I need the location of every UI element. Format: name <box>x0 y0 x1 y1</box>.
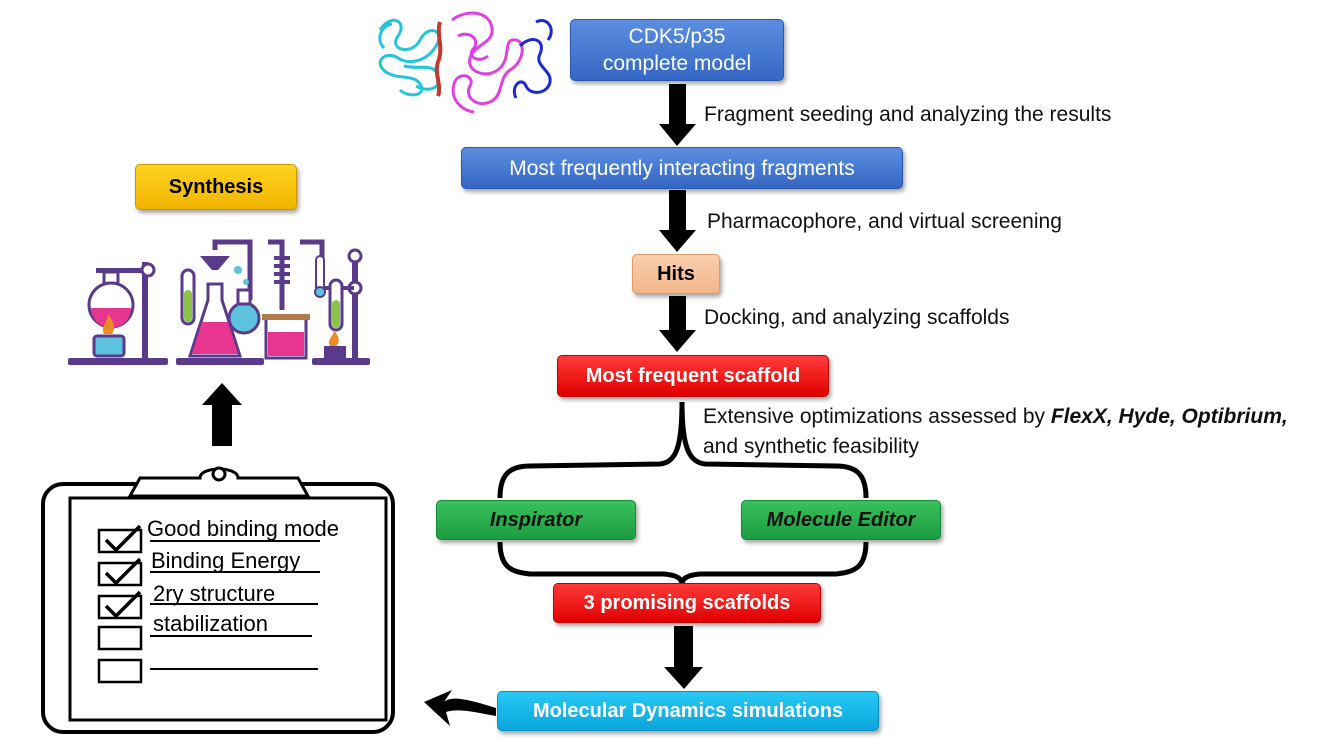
node-molecular-dynamics: Molecular Dynamics simulations <box>497 691 879 731</box>
edge-label-synthetic-feasibility: and synthetic feasibility <box>703 435 919 458</box>
node-cdk5-line2: complete model <box>602 52 752 75</box>
edge-label-optimizations: Extensive optimizations assessed by Flex… <box>703 402 1288 432</box>
edge-label-fragment-seeding: Fragment seeding and analyzing the resul… <box>704 103 1112 126</box>
node-fragments: Most frequently interacting fragments <box>461 147 903 189</box>
node-molecule-editor-label: Molecule Editor <box>766 508 916 531</box>
arrow-promising-to-md <box>664 626 703 689</box>
node-md-label: Molecular Dynamics simulations <box>532 699 844 722</box>
node-hits: Hits <box>632 254 720 294</box>
arrow-hits-to-scaffold <box>659 296 696 352</box>
node-scaffold-label: Most frequent scaffold <box>585 364 801 387</box>
node-synthesis: Synthesis <box>135 164 297 210</box>
node-fragments-label: Most frequently interacting fragments <box>509 156 855 180</box>
node-synthesis-label: Synthesis <box>168 175 264 198</box>
arrow-fragments-to-hits <box>659 190 696 252</box>
node-most-frequent-scaffold: Most frequent scaffold <box>557 355 829 397</box>
node-inspirator: Inspirator <box>436 500 636 540</box>
edge-label-optimizations-prefix: Extensive optimizations assessed by <box>703 405 1045 428</box>
node-inspirator-label: Inspirator <box>489 508 583 531</box>
brace-split <box>497 401 869 499</box>
node-molecule-editor: Molecule Editor <box>741 500 941 540</box>
brace-merge <box>497 541 869 585</box>
node-cdk5-p35: CDK5/p35 complete model <box>570 19 784 81</box>
node-promising-scaffolds: 3 promising scaffolds <box>553 583 821 623</box>
arrow-cdk5-to-fragments <box>659 84 696 146</box>
checklist-item-binding-mode: Good binding mode <box>147 516 340 541</box>
protein-structure-icon <box>378 11 553 114</box>
edge-label-optimizations-tools: FlexX, Hyde, Optibrium, <box>1050 405 1288 428</box>
clipboard-icon <box>41 466 395 734</box>
edge-label-docking: Docking, and analyzing scaffolds <box>704 306 1010 329</box>
curved-arrow-md-to-clipboard <box>424 690 496 726</box>
node-hits-label: Hits <box>657 262 695 285</box>
checklist-item-binding-energy: Binding Energy <box>151 548 301 573</box>
node-cdk5-line1: CDK5/p35 <box>628 25 726 48</box>
lab-equipment-icon <box>68 239 370 365</box>
checklist-item-structure: 2ry structure <box>153 581 276 606</box>
arrow-checklist-to-synthesis <box>202 383 242 446</box>
edge-label-pharmacophore: Pharmacophore, and virtual screening <box>707 210 1062 233</box>
checklist-item-stabilization: stabilization <box>153 611 268 636</box>
node-promising-label: 3 promising scaffolds <box>583 591 791 614</box>
flow-arrows <box>202 84 703 689</box>
